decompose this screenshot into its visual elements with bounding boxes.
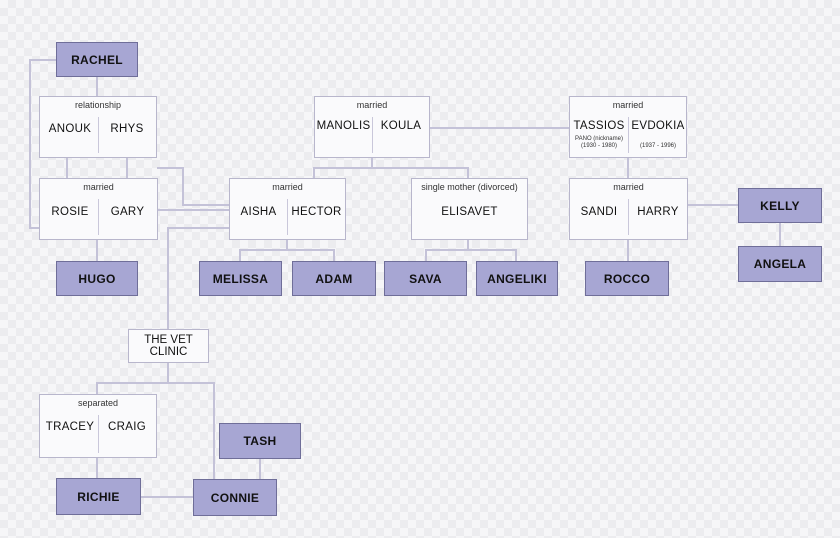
couple-divider xyxy=(98,199,99,235)
couple-aisha-hector: married AISHA HECTOR xyxy=(229,178,346,240)
person-name: ADAM xyxy=(315,271,353,286)
person-connie: CONNIE xyxy=(193,479,277,516)
partner-name: SANDI xyxy=(580,206,618,218)
couple-divider xyxy=(98,117,99,153)
person-melissa: MELISSA xyxy=(199,261,282,296)
person-rocco: ROCCO xyxy=(585,261,669,296)
partner-name: HECTOR xyxy=(291,206,342,218)
couple-rosie-gary: married ROSIE GARY xyxy=(39,178,158,240)
couple-tassios-evdokia: married TASSIOS EVDOKIA PANO (nickname) … xyxy=(569,96,687,158)
vet-clinic-box: THE VET CLINIC xyxy=(128,329,209,363)
relationship-label: married xyxy=(613,182,644,192)
relationship-label: single mother (divorced) xyxy=(421,182,518,192)
connector xyxy=(29,59,56,229)
relationship-label: separated xyxy=(77,398,119,408)
relationship-label: married xyxy=(83,182,114,192)
partner-name: MANOLIS xyxy=(316,120,371,132)
person-name: ANGELA xyxy=(753,257,807,271)
person-kelly: KELLY xyxy=(738,188,822,223)
couple-divider xyxy=(98,415,99,453)
single-parent-elisavet: single mother (divorced) ELISAVET xyxy=(411,178,528,240)
couple-manolis-koula: married MANOLIS KOULA xyxy=(314,96,430,158)
couple-divider xyxy=(287,199,288,235)
partner-name: ROSIE xyxy=(51,206,89,218)
connector xyxy=(157,167,229,206)
couple-tracey-craig: separated TRACEY CRAIG xyxy=(39,394,157,458)
connector xyxy=(425,249,517,261)
couple-anouk-rhys: relationship ANOUK RHYS xyxy=(39,96,157,158)
person-name: KELLY xyxy=(760,198,800,213)
person-name: RICHIE xyxy=(77,489,120,504)
partner-name: EVDOKIA xyxy=(631,120,685,132)
nickname-note: PANO (nickname) xyxy=(575,136,623,142)
person-name: ROCCO xyxy=(603,271,651,286)
relationship-label: married xyxy=(612,100,644,110)
partner-name: ANOUK xyxy=(48,123,92,135)
couple-sandi-harry: married SANDI HARRY xyxy=(569,178,688,240)
partner-name: TRACEY xyxy=(45,421,95,433)
person-name: ANGELIKI xyxy=(487,271,547,286)
couple-divider xyxy=(628,199,629,235)
relationship-label: married xyxy=(356,100,388,110)
partner-name: RHYS xyxy=(110,123,144,135)
partner-name: TASSIOS xyxy=(573,120,625,132)
connector xyxy=(313,167,469,178)
lifespan-note: (1937 - 1996) xyxy=(639,143,677,149)
vet-clinic-line: CLINIC xyxy=(149,346,188,358)
couple-divider xyxy=(372,117,373,153)
person-name: TASH xyxy=(243,434,277,448)
person-hugo: HUGO xyxy=(56,261,138,296)
partner-name: GARY xyxy=(110,206,145,218)
person-adam: ADAM xyxy=(292,261,376,296)
person-name: ELISAVET xyxy=(441,206,498,218)
person-tash: TASH xyxy=(219,423,301,459)
person-angeliki: ANGELIKI xyxy=(476,261,558,296)
partner-name: AISHA xyxy=(240,206,277,218)
relationship-label: relationship xyxy=(74,100,122,110)
person-name: SAVA xyxy=(409,271,442,286)
person-rachel: RACHEL xyxy=(56,42,138,77)
connector xyxy=(96,382,215,479)
lifespan-note: (1930 - 1980) xyxy=(580,143,618,149)
vet-clinic-line: THE VET xyxy=(144,334,193,346)
person-name: HUGO xyxy=(78,271,116,286)
relationship-label: married xyxy=(272,182,303,192)
person-angela: ANGELA xyxy=(738,246,822,282)
person-name: MELISSA xyxy=(212,271,269,286)
person-name: RACHEL xyxy=(71,52,123,67)
person-name: CONNIE xyxy=(210,490,260,505)
person-richie: RICHIE xyxy=(56,478,141,515)
person-sava: SAVA xyxy=(384,261,467,296)
connector xyxy=(239,249,335,261)
partner-name: KOULA xyxy=(380,120,422,132)
partner-name: CRAIG xyxy=(108,421,146,433)
connector xyxy=(167,227,229,329)
couple-divider xyxy=(628,117,629,153)
partner-name: HARRY xyxy=(637,206,679,218)
